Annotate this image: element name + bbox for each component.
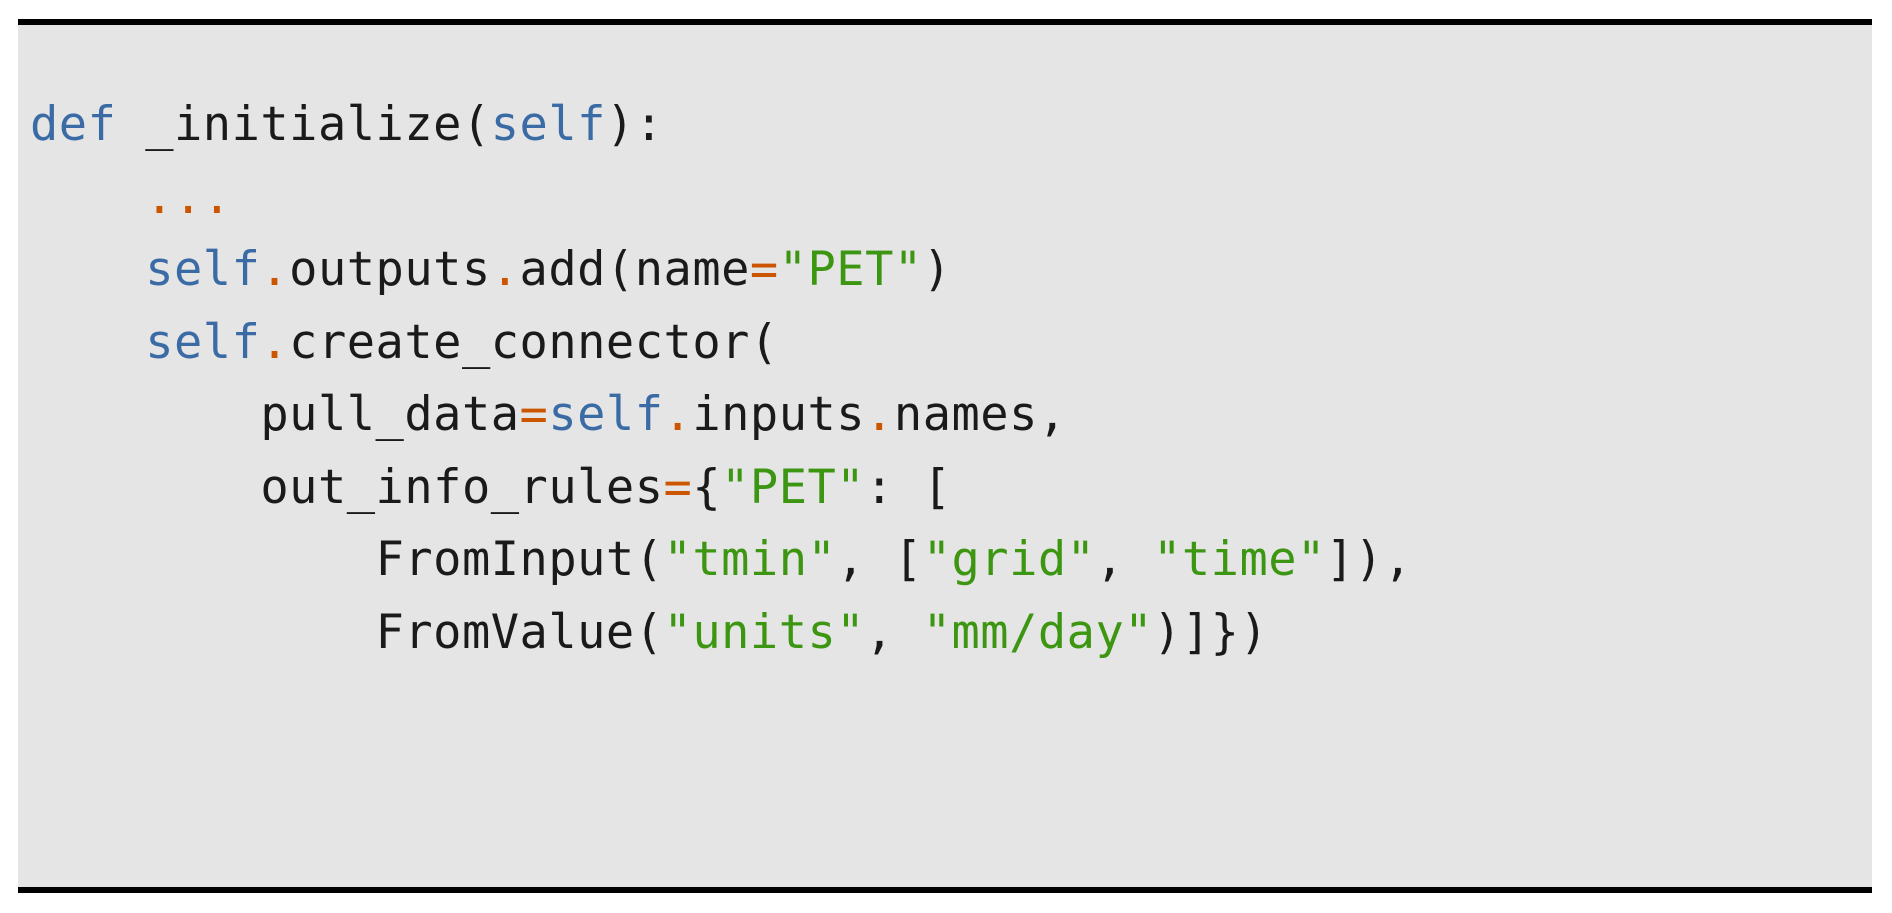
code-token-punct: ) [922,242,952,297]
code-token-str: "units" [663,604,866,660]
code-token-op: = [749,242,779,297]
code-token-str: "PET" [778,242,923,297]
code-token-punct: , [ [836,532,923,587]
code-token-self: self [490,97,606,152]
code-line: self.create_connector( [18,307,1872,380]
code-token-punct [116,97,145,152]
code-line: ... [18,162,1872,235]
code-token-punct: ( [461,97,491,152]
code-token-name: out_info_rules [260,459,664,515]
code-token-punct: ( [634,604,664,660]
code-token-ellipsis: ... [145,169,232,225]
code-indent [30,460,260,515]
code-token-punct: ]), [1325,532,1413,587]
code-indent [30,315,145,370]
code-token-punct: ): [605,97,664,152]
code-indent [30,605,376,660]
code-line: out_info_rules={"PET": [ [18,452,1872,525]
code-token-kw: def [30,97,117,152]
code-indent [30,242,145,297]
code-token-dot: . [260,314,290,370]
listing-top-rule [18,19,1872,25]
code-token-dot: . [865,387,894,442]
code-token-str: "time" [1153,532,1326,587]
code-token-punct: ( [605,242,635,297]
code-token-punct: , [1095,532,1154,587]
code-token-punct: { [692,459,722,515]
code-token-name: names [893,387,1038,442]
code-token-punct: )]}) [1153,604,1269,660]
code-token-dot: . [260,242,290,297]
code-indent [30,170,145,225]
code-token-name: add [519,242,606,297]
code-token-name: inputs [692,387,866,442]
code-token-dot: . [663,387,693,442]
code-line: pull_data=self.inputs.names, [18,379,1872,452]
code-token-dot: . [490,242,520,297]
code-token-str: "tmin" [663,532,837,587]
code-panel: def _initialize(self): ... self.outputs.… [18,25,1872,887]
code-line: FromInput("tmin", ["grid", "time"]), [18,524,1872,597]
code-token-name: FromValue [375,604,635,660]
code-line: FromValue("units", "mm/day")]}) [18,597,1872,670]
code-token-op: = [663,459,693,515]
listing-bottom-rule [18,887,1872,893]
code-token-self: self [145,242,261,297]
code-token-punct: , [865,604,923,660]
code-token-punct: : [ [865,459,952,515]
code-token-str: "mm/day" [922,604,1154,660]
code-token-punct: , [1037,387,1067,442]
code-token-str: "grid" [922,532,1096,587]
code-token-name: _initialize [145,97,462,152]
code-token-name: pull_data [260,387,520,442]
code-token-name: name [634,242,750,297]
code-token-op: = [519,387,549,442]
code-indent [30,532,376,587]
code-token-self: self [548,387,664,442]
code-indent [30,387,260,442]
code-line: self.outputs.add(name="PET") [18,234,1872,307]
code-token-name: create_connector [289,314,750,370]
code-block: def _initialize(self): ... self.outputs.… [18,25,1872,669]
code-token-punct: ( [749,314,779,370]
code-token-name: FromInput [375,532,635,587]
code-token-name: outputs [289,242,491,297]
code-line: def _initialize(self): [18,89,1872,162]
code-token-punct: ( [634,532,664,587]
code-token-self: self [145,314,261,370]
code-token-str: "PET" [721,459,866,515]
